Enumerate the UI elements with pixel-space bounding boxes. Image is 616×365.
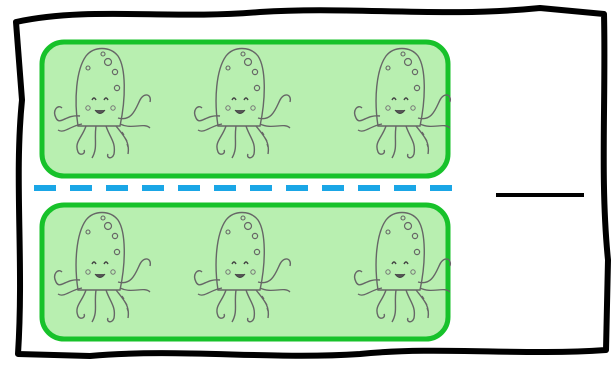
group-box-2 xyxy=(42,205,450,339)
group-box-1 xyxy=(42,42,450,176)
